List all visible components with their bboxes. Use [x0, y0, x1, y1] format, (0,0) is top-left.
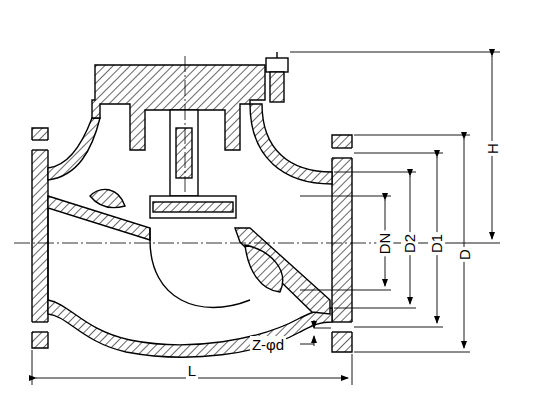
- stem: [170, 110, 198, 196]
- right-flange: [332, 135, 352, 352]
- dimension-label: D: [456, 247, 473, 262]
- dimension-label: D1: [429, 231, 446, 254]
- body-wall: [48, 118, 100, 180]
- dimension-label: Z-φd: [250, 336, 286, 353]
- dimension-label: DN: [376, 230, 393, 256]
- disc: [150, 196, 236, 218]
- dimension-label: L: [186, 362, 198, 379]
- dimension-label: D2: [402, 231, 419, 254]
- body-wall: [48, 300, 332, 357]
- body-wall: [250, 104, 332, 184]
- bolt: [266, 58, 288, 72]
- partition: [235, 228, 330, 314]
- left-flange: [32, 128, 48, 348]
- dimension-label: H: [484, 141, 501, 156]
